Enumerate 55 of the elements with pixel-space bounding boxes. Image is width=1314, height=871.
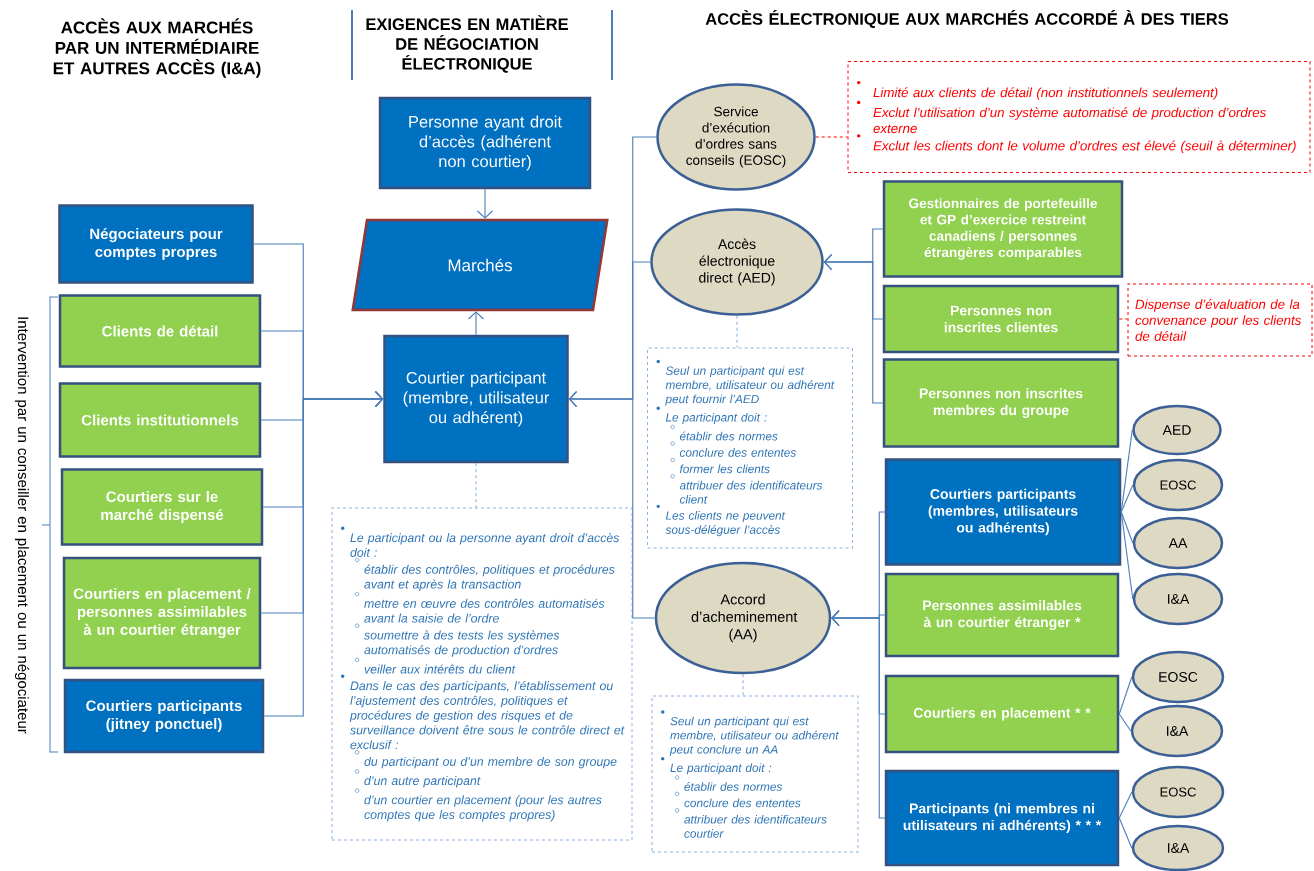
process-box: Courtiers en placement / personnes assimilables à un courtier étranger bbox=[62, 556, 262, 670]
dashed-connector bbox=[742, 673, 744, 697]
dashed-connector bbox=[736, 315, 738, 349]
arrow bbox=[467, 311, 485, 336]
dashed-connector bbox=[1118, 318, 1129, 320]
arrow bbox=[831, 609, 886, 819]
connector-line bbox=[1118, 676, 1133, 715]
heading: EXIGENCES EN MATIÈRE DE NÉGOCIATION ÉLECTRONIQUE bbox=[366, 15, 568, 73]
ellipse-node: EOSC bbox=[1132, 458, 1224, 512]
arrow bbox=[263, 390, 384, 717]
parallelogram-box: Marchés bbox=[351, 218, 609, 312]
ellipse-node: EOSC bbox=[1131, 650, 1225, 704]
arrow bbox=[568, 390, 656, 619]
process-box: Courtiers participants (membres, utilisateurs ou adhérents) bbox=[884, 458, 1122, 566]
connector-line bbox=[1120, 511, 1134, 544]
connector-line bbox=[1118, 713, 1132, 732]
note-box: Seul un participant qui est membre, utilisateur ou adhérent peut conclure un AA Le participant doit : établir des normes conclure des ententes attribuer des identificateurs courtier bbox=[651, 695, 859, 853]
connector-line bbox=[1120, 429, 1133, 513]
connector-line bbox=[1118, 791, 1133, 819]
process-box: Personnes non inscrites clientes bbox=[882, 284, 1120, 354]
process-box: Courtiers en placement * * bbox=[884, 674, 1120, 754]
dashed-connector bbox=[815, 136, 849, 138]
process-box: Gestionnaires de portefeuille et GP d’exercice restreint canadiens / personnes étrangères comparables bbox=[882, 180, 1124, 278]
ellipse-node: I&A bbox=[1130, 704, 1224, 758]
heading: ACCÈS ÉLECTRONIQUE AUX MARCHÉS ACCORDÉ À DES TIERS bbox=[705, 10, 1229, 28]
process-box: Courtiers participants (jitney ponctuel) bbox=[63, 678, 265, 754]
ellipse-node: I&A bbox=[1131, 824, 1225, 871]
dashed-connector bbox=[475, 462, 477, 509]
ellipse-node: Service d’exécution d’ordres sans conseils (EOSC) bbox=[656, 83, 816, 191]
connector-line bbox=[1120, 484, 1134, 513]
note-box: Limité aux clients de détail (non institutionnels seulement) Exclut l’utilisation d’un système automatisé de production d’ordres externe Exclut les clients dont le volume d’ordres est élevé (seuil à déterminer) bbox=[847, 61, 1311, 173]
side-label: Intervention par un conseiller en placement ou un négociateur bbox=[14, 317, 30, 734]
heading: ACCÈS AUX MARCHÉS PAR UN INTERMÉDIAIRE ET AUTRES ACCÈS (I&A) bbox=[53, 18, 261, 78]
arrow bbox=[476, 188, 494, 219]
ellipse-node: AED bbox=[1132, 404, 1222, 456]
arrow bbox=[823, 253, 884, 404]
connector-line bbox=[1118, 817, 1133, 849]
process-box: Personne ayant droit d’accès (adhérent non courtier) bbox=[378, 96, 592, 190]
process-box: Clients de détail bbox=[58, 294, 262, 368]
process-box: Courtier participant (membre, utilisateur ou adhérent) bbox=[383, 334, 569, 464]
process-box: Personnes non inscrites membres du groupe bbox=[882, 358, 1120, 448]
ellipse-node: AA bbox=[1132, 516, 1224, 570]
process-box: Courtiers sur le marché dispensé bbox=[60, 468, 264, 546]
process-box: Personnes assimilables à un courtier étranger * bbox=[884, 572, 1120, 658]
connector-line bbox=[1120, 511, 1134, 600]
process-box: Participants (ni membres ni utilisateurs ni adhérents) * * * bbox=[884, 769, 1120, 867]
note-box: Dispense d’évaluation de la convenance pour les clients de détail bbox=[1127, 283, 1313, 357]
ellipse-node: I&A bbox=[1132, 572, 1224, 626]
ellipse-node: EOSC bbox=[1131, 765, 1225, 819]
ellipse-node: Accès électronique direct (AED) bbox=[650, 208, 824, 316]
process-box: Négociateurs pour comptes propres bbox=[58, 204, 254, 284]
note-box: Le participant ou la personne ayant droit d’accès doit : établir des contrôles, politiques et procédures avant et après la transaction mettre en œuvre des contrôles automatisés avant la saisie de l’ordre soumettre à des tests les systèmes automatisés de production d’ordres veiller aux intérêts du client Dans le cas des participants, l’établissement ou l’ajustement des contrôles, politiques et procédures de gestion des risques et de surveillance doivent être sous le contrôle direct et exclusif : du participant ou d’un membre de son groupe d’un autre participant d’un courtier en placement (pour les autres comptes que les comptes propres) bbox=[331, 507, 633, 841]
note-box: Seul un participant qui est membre, utilisateur ou adhérent peut fournir l’AED Le participant doit : établir des normes conclure des ententes former les clients attribuer des identificateurs client Les clients ne peuvent sous-déléguer l’accès bbox=[647, 347, 853, 549]
ellipse-node: Accord d’acheminement (AA) bbox=[654, 561, 832, 675]
process-box: Clients institutionnels bbox=[58, 382, 262, 458]
